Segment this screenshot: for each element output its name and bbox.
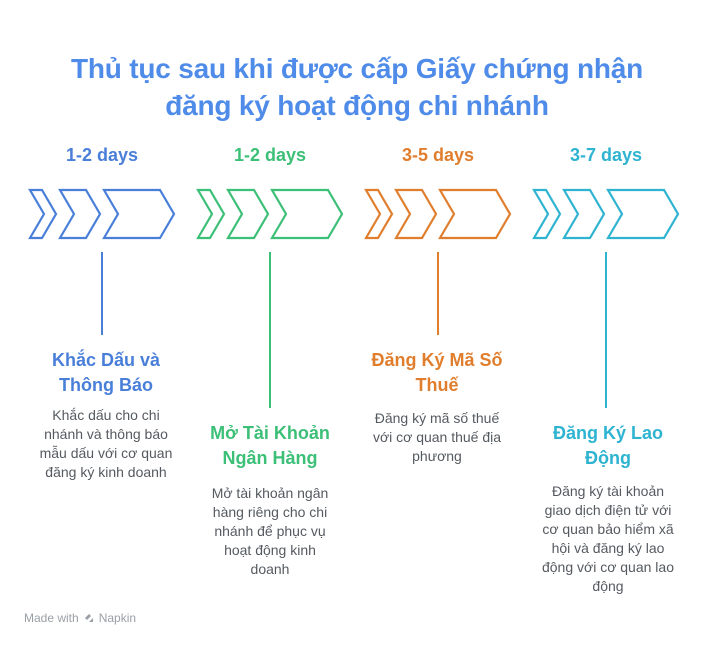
stage-2-connector — [269, 252, 271, 408]
stage-3-duration: 3-5 days — [401, 145, 475, 165]
stage-1-description: Khắc dấu cho chi nhánh và thông báo mẫu … — [39, 407, 173, 480]
title-line-2: đăng ký hoạt động chi nhánh — [165, 90, 549, 121]
stage-1-heading: Khắc Dấu và Thông Báo — [51, 350, 161, 395]
stage-3-chevrons-icon — [364, 188, 512, 240]
stage-3-connector — [437, 252, 439, 335]
made-with-napkin-footer: Made with Napkin — [24, 611, 136, 625]
footer-made-with: Made with — [24, 611, 79, 625]
stage-2-duration: 1-2 days — [233, 145, 307, 165]
stage-4-heading: Đăng Ký Lao Động — [552, 423, 663, 468]
stage-3-description: Đăng ký mã số thuế với cơ quan thuế địa … — [372, 410, 502, 464]
stage-2-heading: Mở Tài Khoản Ngân Hàng — [210, 423, 330, 468]
title-line-1: Thủ tục sau khi được cấp Giấy chứng nhận — [70, 53, 644, 84]
stage-2-description: Mở tài khoản ngân hàng riêng cho chi nhá… — [211, 485, 329, 577]
stage-4-connector — [605, 252, 607, 408]
stage-1-duration: 1-2 days — [65, 145, 139, 165]
stage-2-chevrons-icon — [196, 188, 344, 240]
stage-4-chevrons-icon — [532, 188, 680, 240]
stage-1-connector — [101, 252, 103, 335]
diagram-title: Thủ tục sau khi được cấp Giấy chứng nhận… — [0, 50, 714, 124]
stage-4-description: Đăng ký tài khoản giao dịch điện tử với … — [541, 483, 674, 594]
stage-1-chevrons-icon — [28, 188, 176, 240]
stage-4-duration: 3-7 days — [569, 145, 643, 165]
napkin-logo-icon — [84, 614, 93, 622]
footer-brand: Napkin — [98, 611, 137, 625]
stage-3-heading: Đăng Ký Mã Số Thuế — [371, 350, 503, 395]
